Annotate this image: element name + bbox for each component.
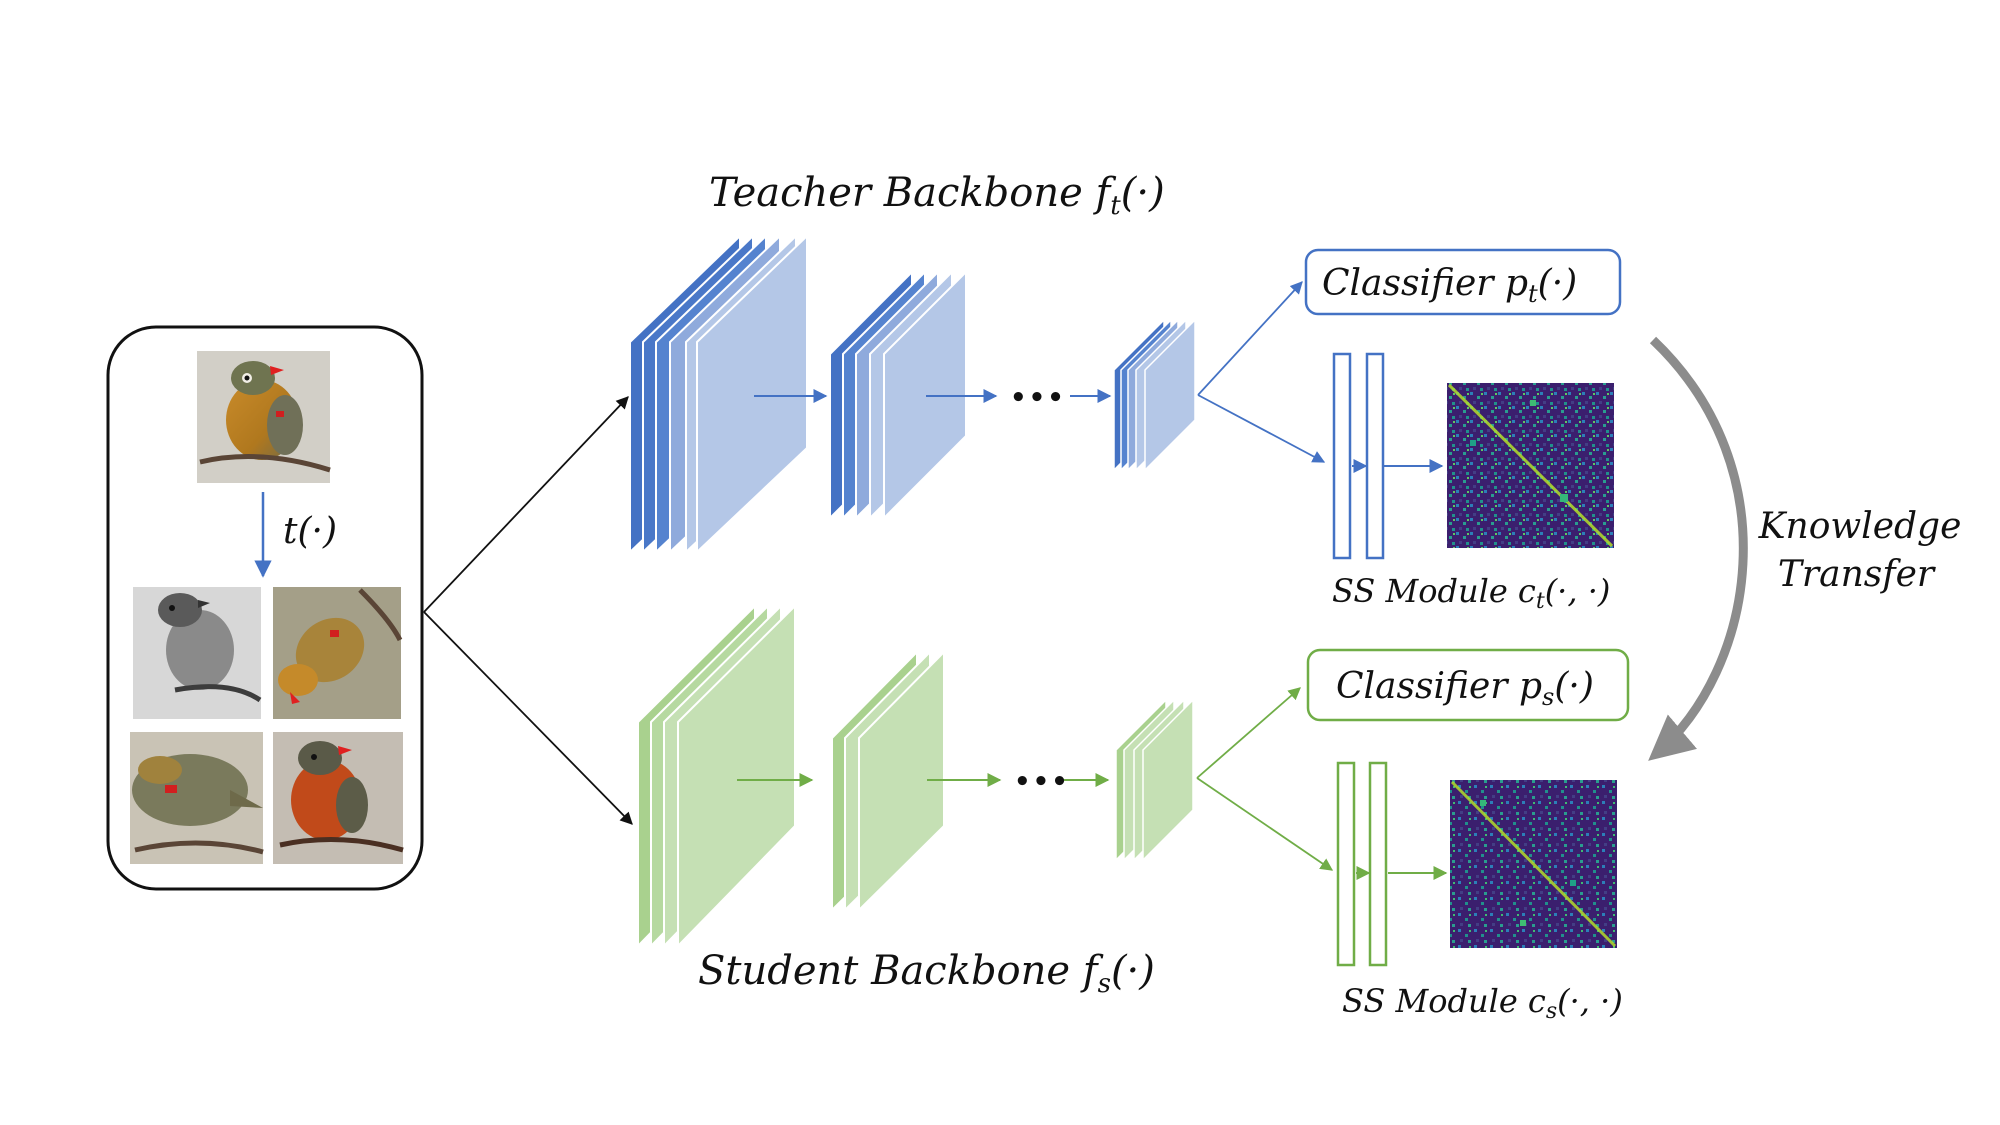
- transform-label: t(·): [283, 511, 337, 552]
- svg-text:Classifier pt(·): Classifier pt(·): [1322, 263, 1577, 308]
- teacher-to-ss-arrow: [1197, 394, 1326, 463]
- input-panel: t(·): [106, 325, 424, 891]
- teacher-backbone-title: Teacher Backbone ft(·): [709, 170, 1165, 221]
- svg-text:Transfer: Transfer: [1778, 554, 1936, 595]
- student-classifier-box: Classifier ps(·): [1306, 648, 1630, 722]
- teacher-classifier-box: Classifier pt(·): [1304, 248, 1622, 316]
- bird-color-icon: [273, 732, 404, 864]
- svg-text:Student Backbone fs(·): Student Backbone fs(·): [698, 948, 1155, 999]
- bird-grayscale-icon: [133, 587, 262, 719]
- teacher-ss-module: SS Module ct(·, ·): [1332, 352, 1610, 614]
- svg-text:Classifier ps(·): Classifier ps(·): [1336, 666, 1594, 711]
- student-feature-maps: •••: [637, 603, 1194, 949]
- teacher-ss-bar-1: [1332, 352, 1352, 560]
- input-panel-frame: [106, 325, 424, 891]
- student-block-2: [831, 649, 945, 913]
- student-ss-module: SS Module cs(·, ·): [1336, 761, 1623, 1024]
- knowledge-transfer-arrow: [1648, 336, 1748, 761]
- teacher-block-3: [1113, 318, 1196, 472]
- knowledge-transfer-label: Knowledge Transfer: [1758, 506, 1962, 595]
- bird-rotated-icon: [273, 587, 403, 719]
- svg-text:SS Module ct(·, ·): SS Module ct(·, ·): [1332, 572, 1610, 614]
- bird-crop-icon: [130, 732, 264, 864]
- teacher-similarity-matrix-icon: [1447, 383, 1614, 548]
- student-to-ss-arrow: [1196, 777, 1334, 871]
- to-teacher-arrow: [423, 396, 629, 613]
- teacher-feature-maps: •••: [629, 233, 1196, 555]
- student-ss-bar-2: [1368, 761, 1388, 967]
- teacher-block-1: [629, 233, 808, 555]
- teacher-ss-bar-2: [1365, 352, 1385, 560]
- bird-photo-icon: [197, 351, 331, 483]
- student-ellipsis: •••: [1014, 767, 1070, 797]
- teacher-to-classifier-arrow: [1197, 281, 1303, 396]
- svg-text:Teacher Backbone ft(·): Teacher Backbone ft(·): [709, 170, 1165, 221]
- student-block-3: [1115, 698, 1194, 862]
- svg-text:SS Module cs(·, ·): SS Module cs(·, ·): [1342, 982, 1623, 1024]
- teacher-ellipsis: •••: [1010, 383, 1066, 413]
- teacher-block-2: [829, 269, 967, 521]
- student-block-1: [637, 603, 796, 949]
- student-similarity-matrix-icon: [1450, 780, 1617, 948]
- student-to-classifier-arrow: [1196, 687, 1301, 779]
- svg-text:Knowledge: Knowledge: [1758, 506, 1962, 547]
- student-backbone-title: Student Backbone fs(·): [698, 948, 1155, 999]
- to-student-arrow: [423, 611, 633, 825]
- student-ss-bar-1: [1336, 761, 1356, 967]
